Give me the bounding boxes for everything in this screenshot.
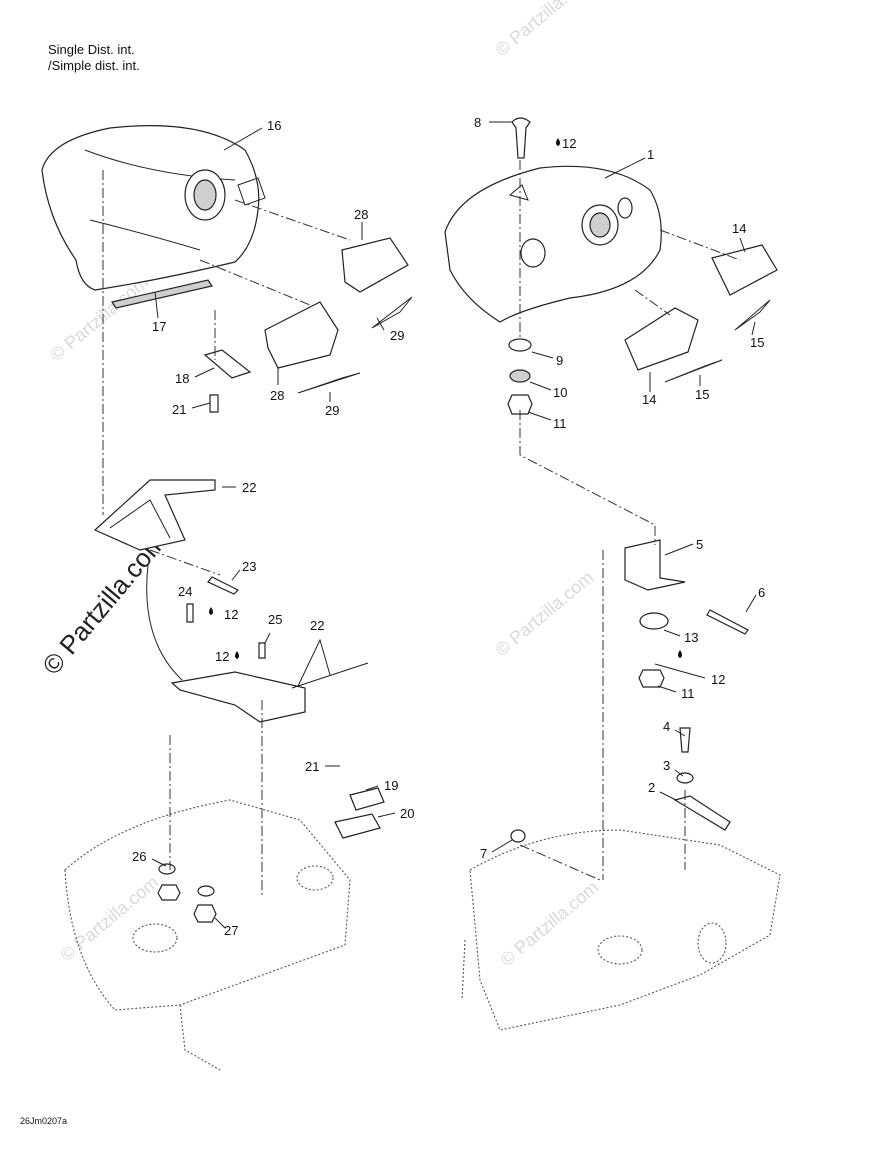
callout-3: 3 bbox=[663, 758, 670, 773]
strip-29-lower bbox=[297, 372, 361, 394]
screw-25 bbox=[258, 642, 266, 659]
callout-6: 6 bbox=[758, 585, 765, 600]
callout-15: 15 bbox=[750, 335, 764, 350]
header-line-1: Single Dist. int. bbox=[48, 42, 135, 57]
callout-27: 27 bbox=[224, 923, 238, 938]
nut-27b bbox=[157, 884, 181, 901]
strip-15-upper bbox=[734, 299, 771, 331]
washer-26b bbox=[197, 885, 215, 897]
cover-28-lower bbox=[264, 301, 339, 369]
callout-12: 12 bbox=[711, 672, 725, 687]
callout-26: 26 bbox=[132, 849, 146, 864]
callout-29: 29 bbox=[325, 403, 339, 418]
callout-2: 2 bbox=[648, 780, 655, 795]
callout-28: 28 bbox=[270, 388, 284, 403]
washer-9 bbox=[508, 338, 532, 352]
callout-labels: 16 28 28 29 29 17 18 21 22 23 24 12 25 2… bbox=[132, 115, 765, 938]
callout-22: 22 bbox=[310, 618, 324, 633]
callout-18: 18 bbox=[175, 371, 189, 386]
rod-22 bbox=[291, 662, 369, 689]
callout-23: 23 bbox=[242, 559, 256, 574]
cover-28-upper bbox=[341, 237, 409, 293]
cover-14-upper bbox=[711, 244, 778, 296]
nut-11b bbox=[638, 669, 665, 688]
callout-7: 7 bbox=[480, 846, 487, 861]
washer-26 bbox=[158, 863, 176, 875]
rivet-6 bbox=[706, 609, 749, 635]
strip-29-upper bbox=[371, 296, 413, 329]
callout-24: 24 bbox=[178, 584, 192, 599]
bracket-22-lower bbox=[170, 671, 306, 723]
callout-10: 10 bbox=[553, 385, 567, 400]
callout-16: 16 bbox=[267, 118, 281, 133]
hull-phantom-left bbox=[64, 799, 351, 1071]
callout-28: 28 bbox=[354, 207, 368, 222]
hull-phantom-right bbox=[461, 829, 781, 1031]
drawing-code: 26Jm0207a bbox=[20, 1116, 68, 1126]
callout-25: 25 bbox=[268, 612, 282, 627]
strip-15-lower bbox=[664, 359, 723, 383]
screw-24 bbox=[186, 603, 194, 623]
clip-19 bbox=[349, 787, 385, 811]
callout-19: 19 bbox=[384, 778, 398, 793]
callout-21: 21 bbox=[305, 759, 319, 774]
console-panel-right bbox=[444, 165, 662, 323]
nut-11 bbox=[507, 394, 533, 415]
bracket-22-upper bbox=[93, 479, 216, 551]
callout-14: 14 bbox=[642, 392, 656, 407]
callout-14: 14 bbox=[732, 221, 746, 236]
nut-27 bbox=[193, 904, 217, 923]
washer-13 bbox=[639, 612, 669, 630]
callout-8: 8 bbox=[474, 115, 481, 130]
callout-5: 5 bbox=[696, 537, 703, 552]
rivet-23 bbox=[207, 576, 240, 595]
callout-1: 1 bbox=[647, 147, 654, 162]
washer-7 bbox=[510, 829, 526, 843]
washer-10 bbox=[509, 369, 531, 383]
seal-strip bbox=[111, 279, 213, 309]
callout-17: 17 bbox=[152, 319, 166, 334]
callout-12: 12 bbox=[215, 649, 229, 664]
bolt-8 bbox=[511, 117, 531, 159]
bracket-small bbox=[203, 349, 252, 379]
callout-29: 29 bbox=[390, 328, 404, 343]
callout-21: 21 bbox=[172, 402, 186, 417]
bracket-5 bbox=[624, 539, 686, 591]
callout-leaders bbox=[151, 121, 757, 929]
callout-11: 11 bbox=[681, 686, 695, 701]
washer-3 bbox=[676, 772, 694, 784]
callout-22: 22 bbox=[242, 480, 256, 495]
plate-20 bbox=[334, 813, 381, 839]
callout-20: 20 bbox=[400, 806, 414, 821]
callout-13: 13 bbox=[684, 630, 698, 645]
strap-2 bbox=[673, 795, 731, 831]
cover-14-lower bbox=[624, 307, 699, 371]
callout-4: 4 bbox=[663, 719, 670, 734]
callout-12: 12 bbox=[562, 136, 576, 151]
callout-11: 11 bbox=[553, 416, 567, 431]
callout-9: 9 bbox=[556, 353, 563, 368]
callout-12: 12 bbox=[224, 607, 238, 622]
adhesive-drop-icon bbox=[209, 138, 682, 659]
screw-small bbox=[209, 394, 219, 413]
screw-4 bbox=[679, 727, 691, 753]
header-line-2: /Simple dist. int. bbox=[48, 58, 140, 73]
console-panel-left bbox=[41, 125, 266, 291]
callout-15: 15 bbox=[695, 387, 709, 402]
